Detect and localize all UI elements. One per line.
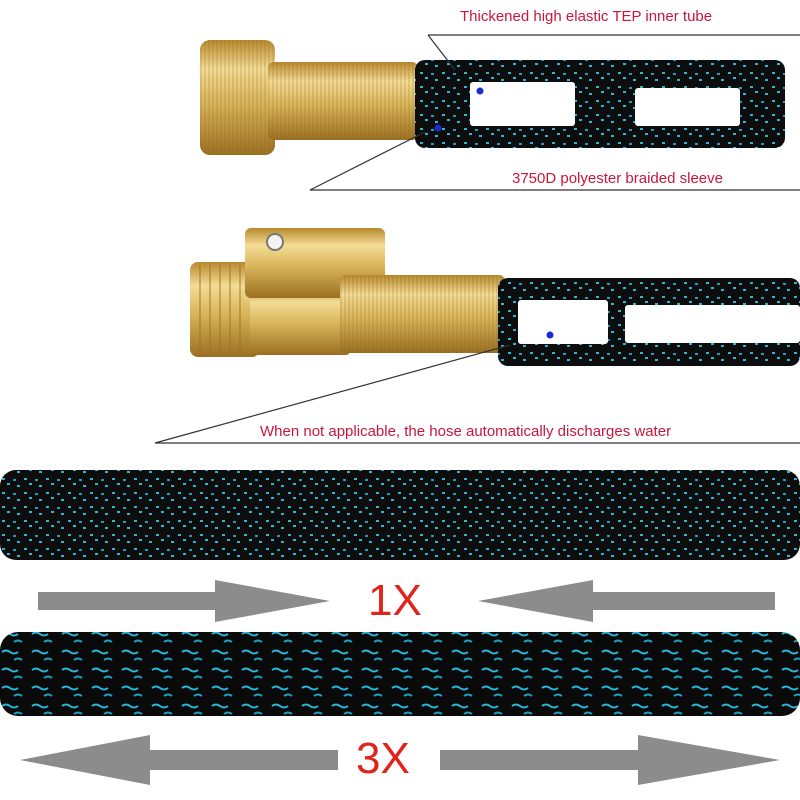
expanded-multiplier: 3X: [356, 734, 410, 783]
contracted-hose: [0, 470, 800, 560]
callout-lines-top: [309, 34, 800, 191]
arrow-right-outward: [440, 735, 780, 785]
arrow-left-outward: [20, 735, 338, 785]
auto-discharge-label: When not applicable, the hose automatica…: [260, 423, 672, 440]
female-connector-fitting: [200, 40, 418, 155]
callout-line-middle: [154, 344, 800, 444]
arrow-left-inward: [38, 580, 330, 622]
arrow-right-inward: [478, 580, 775, 622]
braided-sleeve-label: 3750D polyester braided sleeve: [512, 170, 723, 187]
top-hose-segment: [415, 60, 785, 148]
male-connector-fitting: [190, 228, 505, 357]
inner-tube-label: Thickened high elastic TEP inner tube: [460, 8, 713, 25]
expanded-hose: [0, 632, 800, 716]
middle-hose-segment: [498, 278, 800, 366]
contracted-multiplier: 1X: [368, 576, 422, 625]
